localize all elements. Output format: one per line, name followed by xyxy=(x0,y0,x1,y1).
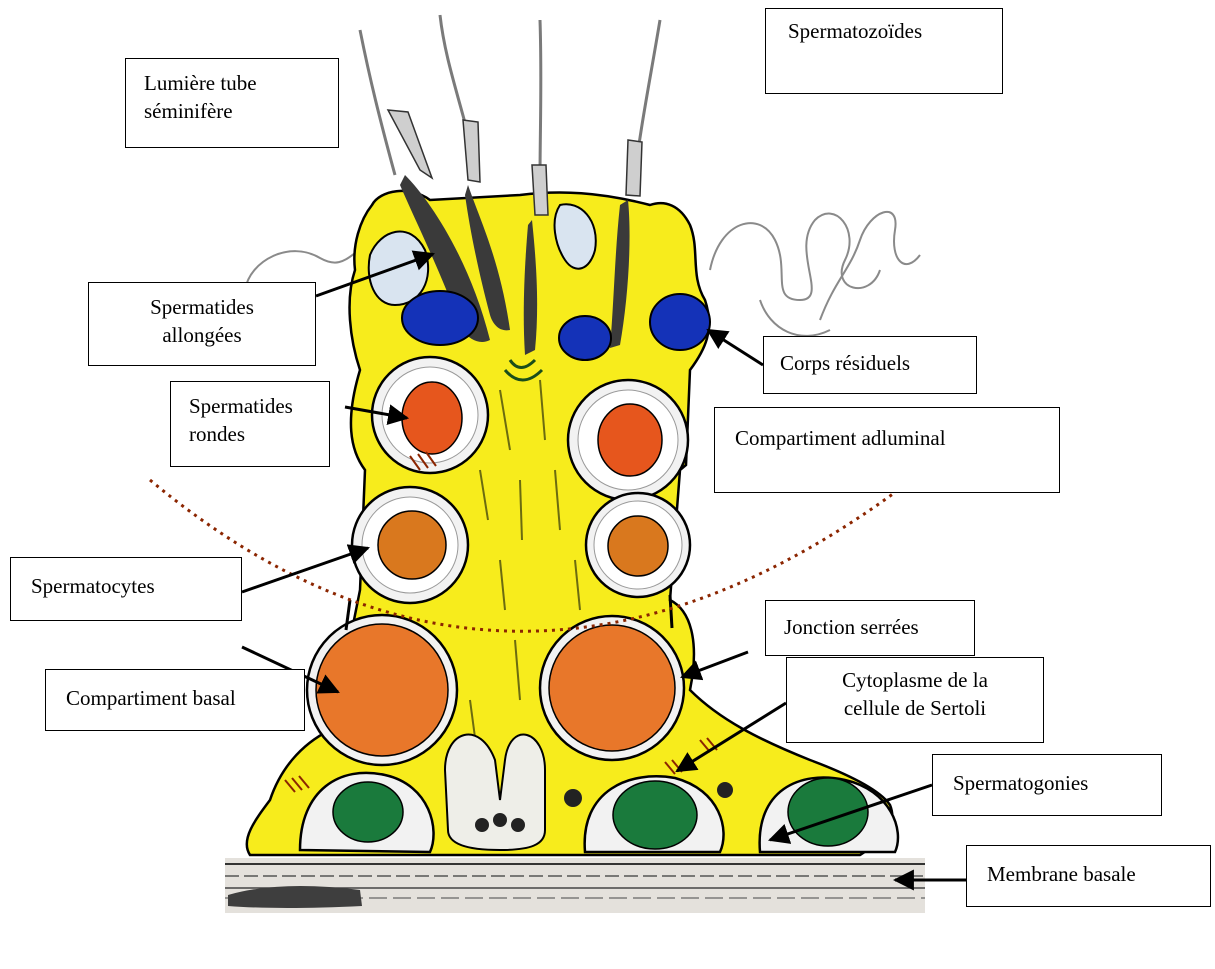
label-spermatogonies: Spermatogonies xyxy=(932,754,1162,816)
label-allongees-line1: Spermatides xyxy=(89,293,315,321)
label-allongees-line2: allongées xyxy=(89,321,315,349)
sperm-flagella xyxy=(360,15,660,180)
label-jonction-serrees: Jonction serrées xyxy=(765,600,975,656)
label-spermatides-allongees: Spermatides allongées xyxy=(88,282,316,366)
label-lumiere-tube: Lumière tube séminifère xyxy=(125,58,339,148)
label-spermatocytes-text: Spermatocytes xyxy=(31,572,241,600)
label-spermatides-rondes: Spermatides rondes xyxy=(170,381,330,467)
label-rondes-line1: Spermatides xyxy=(189,392,329,420)
label-rondes-line2: rondes xyxy=(189,420,329,448)
label-jonction-text: Jonction serrées xyxy=(784,613,974,641)
label-membrane-text: Membrane basale xyxy=(987,860,1210,888)
label-lumiere-line1: Lumière tube xyxy=(144,69,338,97)
label-cytoplasme-line2: cellule de Sertoli xyxy=(787,694,1043,722)
label-spermatogonies-text: Spermatogonies xyxy=(953,769,1161,797)
label-cytoplasme-line1: Cytoplasme de la xyxy=(787,666,1043,694)
label-cytoplasme-sertoli: Cytoplasme de la cellule de Sertoli xyxy=(786,657,1044,743)
label-residuels-text: Corps résiduels xyxy=(780,349,976,377)
label-lumiere-line2: séminifère xyxy=(144,97,338,125)
label-compartiment-basal: Compartiment basal xyxy=(45,669,305,731)
label-compartiment-adluminal: Compartiment adluminal xyxy=(714,407,1060,493)
label-spermatozoides: Spermatozoïdes xyxy=(765,8,1003,94)
basement-membrane xyxy=(225,858,925,913)
label-spermatozoides-text: Spermatozoïdes xyxy=(788,17,1002,45)
label-spermatocytes: Spermatocytes xyxy=(10,557,242,621)
label-corps-residuels: Corps résiduels xyxy=(763,336,977,394)
label-adluminal-text: Compartiment adluminal xyxy=(735,424,1059,452)
arrow-residuels xyxy=(708,330,763,365)
label-membrane-basale: Membrane basale xyxy=(966,845,1211,907)
label-basal-text: Compartiment basal xyxy=(66,684,304,712)
arrow-spermatocytes-upper xyxy=(242,548,368,592)
